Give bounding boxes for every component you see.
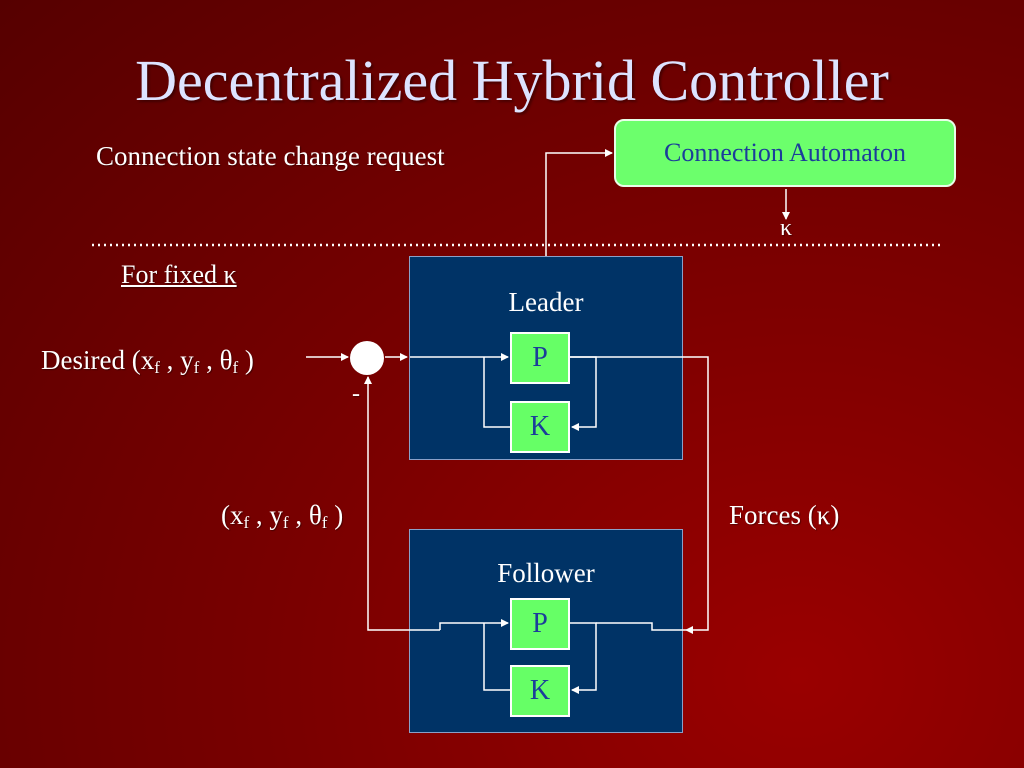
desired-label: Desired (xf , yf , θf ) xyxy=(41,345,254,377)
follower-k-feed-line xyxy=(483,623,510,691)
leader-k-box: K xyxy=(510,401,570,453)
leader-p-to-k-line xyxy=(570,356,597,431)
request-label: Connection state change request xyxy=(96,141,445,171)
fixed-kappa-label: For fixed κ xyxy=(121,260,237,289)
request-arrow xyxy=(545,149,613,256)
kappa-label: κ xyxy=(780,215,793,241)
follower-input-line xyxy=(439,619,509,630)
follower-title: Follower xyxy=(497,558,595,588)
follower-force-line xyxy=(596,622,686,631)
forces-label: Forces (κ) xyxy=(729,500,840,530)
page-title: Decentralized Hybrid Controller xyxy=(135,48,889,113)
connection-automaton-box: Connection Automaton xyxy=(614,119,956,187)
follower-k-box: K xyxy=(510,665,570,717)
follower-p-to-k-line xyxy=(570,622,597,694)
leader-p-box: P xyxy=(510,332,570,384)
minus-sign: - xyxy=(352,381,360,407)
feedback-line xyxy=(364,376,440,631)
feedback-label: (xf , yf , θf ) xyxy=(221,500,344,532)
follower-p-box: P xyxy=(510,598,570,650)
leader-title: Leader xyxy=(508,287,584,317)
forces-line xyxy=(570,356,709,634)
summing-junction xyxy=(350,341,384,375)
leader-k-feed-line xyxy=(483,357,510,428)
